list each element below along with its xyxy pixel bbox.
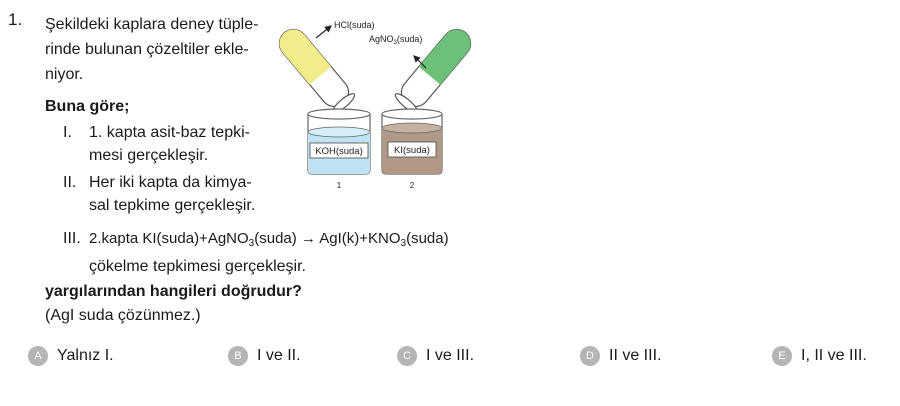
equation-part-2: (suda) → AgI(k)+KNO: [254, 230, 401, 247]
beaker-1-label: KOH(suda): [315, 146, 363, 157]
statement-3-equation: 2.kapta KI(suda)+AgNO3(suda) → AgI(k)+KN…: [89, 228, 449, 254]
option-d-text: II ve III.: [609, 347, 662, 364]
option-a[interactable]: A Yalnız I.: [28, 346, 114, 366]
option-c-text: I ve III.: [426, 347, 475, 364]
equation-part-1: 2.kapta KI(suda)+AgNO: [89, 230, 249, 247]
option-e-text: I, II ve III.: [801, 347, 867, 364]
question-stem-line-3: niyor.: [45, 66, 84, 83]
option-b-badge: B: [228, 346, 248, 366]
equation-subscript-1: 3: [248, 238, 255, 249]
statement-1-line-2: mesi gerçekleşir.: [89, 147, 209, 164]
option-c[interactable]: C I ve III.: [397, 346, 474, 366]
tube-2-label: AgNO3(suda): [369, 34, 422, 46]
beaker-1-number: 1: [337, 181, 342, 190]
beaker-1: [307, 108, 371, 175]
statement-2-line-2: sal tepkime gerçekleşir.: [89, 197, 256, 214]
option-e[interactable]: E I, II ve III.: [772, 346, 867, 366]
tube-2-arrow: [413, 55, 427, 69]
beaker-2: [381, 108, 443, 175]
statement-3-line-2: çökelme tepkimesi gerçekleşir.: [89, 258, 306, 275]
beaker-2-label: KI(suda): [394, 145, 430, 156]
tube-1-arrow: [315, 25, 332, 39]
option-a-text: Yalnız I.: [57, 347, 114, 364]
option-b-text: I ve II.: [257, 347, 301, 364]
lead-text: Buna göre;: [45, 98, 130, 115]
question-stem-line-2: rinde bulunan çözeltiler ekle-: [45, 41, 249, 58]
statement-2-roman: II.: [63, 174, 77, 191]
statement-3-roman: III.: [63, 230, 81, 247]
option-d[interactable]: D II ve III.: [580, 346, 661, 366]
statement-1-roman: I.: [63, 124, 72, 141]
option-d-badge: D: [580, 346, 600, 366]
option-e-badge: E: [772, 346, 792, 366]
question-stem-line-1: Şekildeki kaplara deney tüple-: [45, 16, 259, 33]
equation-part-3: (suda): [406, 230, 449, 247]
statement-1-line-1: 1. kapta asit-baz tepki-: [89, 124, 250, 141]
option-a-badge: A: [28, 346, 48, 366]
equation-subscript-2: 3: [400, 238, 407, 249]
note-text: (AgI suda çözünmez.): [45, 307, 201, 324]
statement-2-line-1: Her iki kapta da kimya-: [89, 174, 252, 191]
beaker-2-number: 2: [410, 181, 415, 190]
option-b[interactable]: B I ve II.: [228, 346, 301, 366]
question-number: 1.: [8, 10, 23, 29]
question-text: yargılarından hangileri doğrudur?: [45, 283, 302, 300]
experiment-figure: HCl(suda) AgNO3(suda) KOH(suda) 1 KI(sud…: [278, 20, 472, 190]
tube-1-liquid: [279, 29, 332, 85]
tube-1-label: HCl(suda): [334, 20, 375, 30]
option-c-badge: C: [397, 346, 417, 366]
tube-2-liquid: [418, 29, 471, 85]
test-tube-1: [278, 25, 356, 114]
